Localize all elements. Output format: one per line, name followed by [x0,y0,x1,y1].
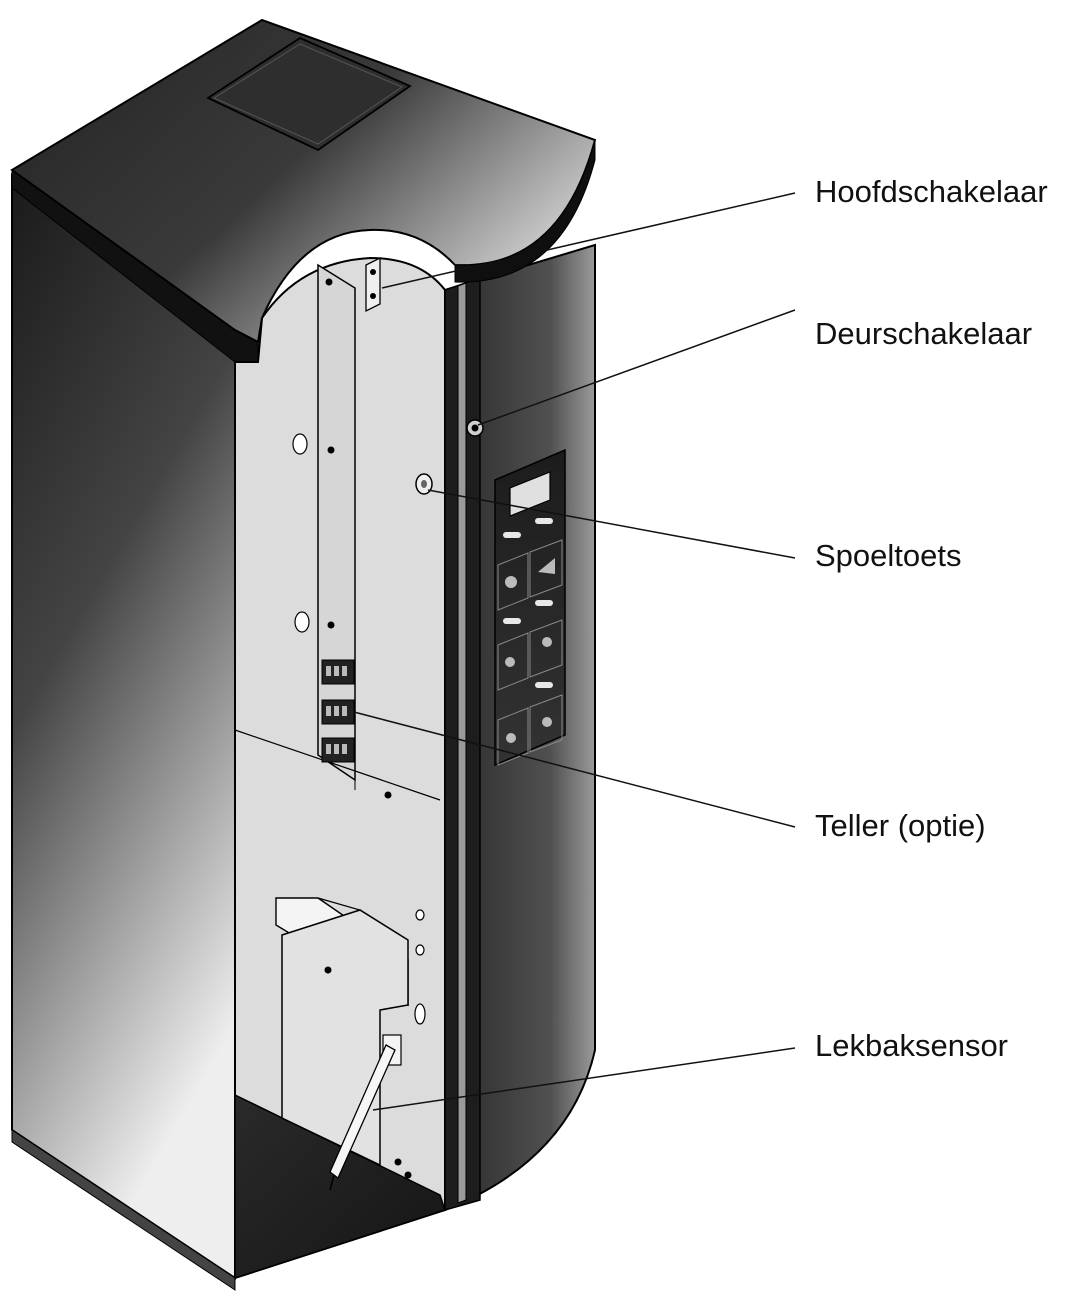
top-lid [206,36,412,152]
label-counter: Teller (optie) [815,808,986,843]
digital-counter-icon [321,659,355,763]
push-button-icon [415,473,433,495]
toggle-switch-icon [365,256,381,313]
leader-drip-tray-sensor [372,1047,796,1111]
label-drip-tray-sensor: Lekbaksensor [815,1028,1009,1063]
drip-tray-box [275,897,409,1167]
cabinet-left-side [11,173,236,1280]
label-rinse-button: Spoeltoets [815,538,962,573]
probe-sensor-icon [329,1034,402,1191]
leader-main-switch [381,192,796,289]
round-switch-icon [466,419,484,437]
callout-lines [353,192,796,1111]
leader-door-switch [477,309,796,426]
label-door-switch: Deurschakelaar [815,316,1033,351]
leader-counter [353,711,796,828]
display-screen [509,471,551,517]
label-main-switch: Hoofdschakelaar [815,174,1048,209]
leader-rinse-button [427,489,796,559]
